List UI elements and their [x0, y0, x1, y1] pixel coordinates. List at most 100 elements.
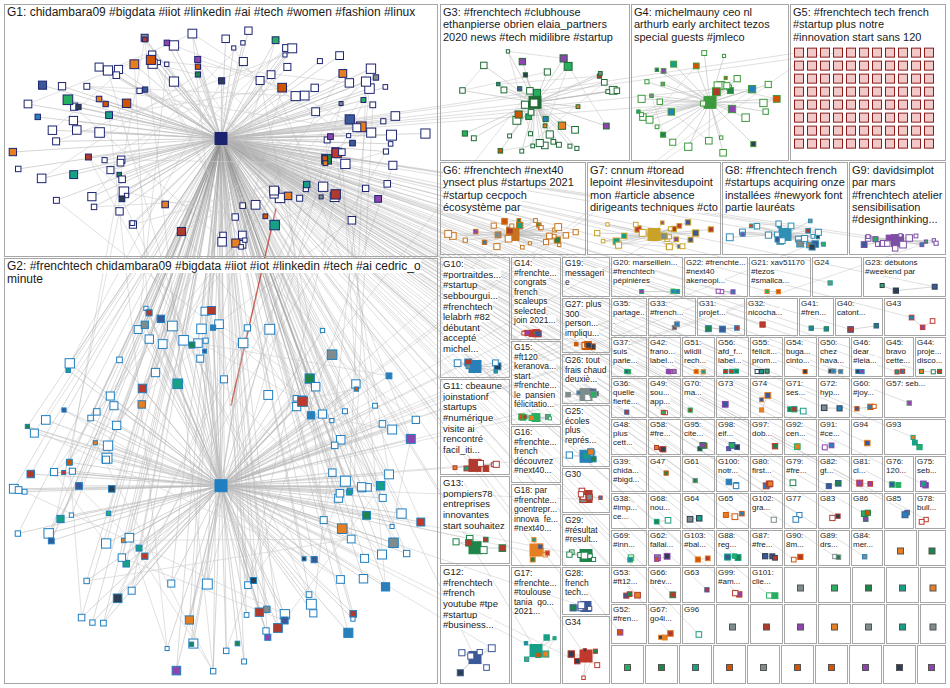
- tie-line: [42, 74, 198, 178]
- major-group-box: G1: chidambara09 #bigdata #iiot #linkedi…: [4, 4, 438, 257]
- vertex: [379, 421, 386, 428]
- tie-line: [508, 51, 535, 102]
- tie-line: [221, 139, 794, 560]
- vertex: [560, 55, 567, 62]
- vertex: [672, 369, 676, 373]
- vertex: [685, 220, 690, 225]
- tie-line: [124, 539, 351, 540]
- vertex: [397, 509, 406, 518]
- vertex: [895, 370, 899, 374]
- group-cell: [850, 646, 882, 684]
- vertex: [376, 482, 384, 490]
- tie-line: [49, 139, 221, 534]
- tie-line: [219, 324, 345, 411]
- vertex: [76, 104, 81, 109]
- vertex: [65, 359, 74, 368]
- vertex: [130, 60, 139, 69]
- vertex: [577, 391, 581, 395]
- tie-line: [247, 328, 345, 481]
- vertex: [873, 139, 882, 148]
- tie-line: [106, 139, 221, 544]
- vertex: [30, 429, 38, 437]
- vertex: [388, 142, 393, 147]
- vertex: [106, 392, 114, 400]
- vertex: [896, 483, 901, 488]
- vertex: [734, 76, 740, 82]
- vertex: [164, 40, 169, 45]
- vertex: [323, 161, 328, 166]
- vertex: [53, 197, 59, 203]
- vertex: [203, 338, 208, 343]
- group-cell: [921, 605, 946, 644]
- vertex: [836, 514, 840, 518]
- vertex: [654, 519, 659, 524]
- group-label: G4: michelmauny ceo nl arthurb early arc…: [634, 6, 770, 43]
- vertex: [668, 227, 672, 231]
- vertex: [680, 244, 685, 249]
- vertex: [304, 181, 310, 187]
- vertex: [866, 624, 872, 630]
- vertex: [760, 99, 767, 106]
- vertex: [821, 242, 825, 246]
- tie-line: [221, 139, 387, 184]
- vertex: [130, 221, 135, 226]
- group-box: G14: #frenchte... congrats french scaleu…: [511, 257, 561, 340]
- vertex: [312, 108, 320, 116]
- vertex: [726, 234, 733, 241]
- vertex: [255, 608, 263, 616]
- vertex: [899, 87, 908, 96]
- vertex: [274, 624, 283, 633]
- vertex: [477, 649, 482, 654]
- tie-line: [92, 43, 243, 197]
- vertex: [88, 193, 96, 201]
- vertex: [337, 524, 347, 534]
- vertex: [617, 630, 622, 635]
- tie-line: [221, 331, 322, 486]
- vertex: [347, 535, 355, 543]
- tie-line: [663, 102, 710, 134]
- vertex: [113, 72, 120, 79]
- vertex: [350, 140, 356, 146]
- vertex: [195, 64, 200, 69]
- vertex: [723, 54, 726, 57]
- tie-line: [242, 197, 334, 235]
- vertex: [925, 48, 934, 57]
- tie-line: [46, 48, 292, 420]
- vertex: [834, 100, 843, 109]
- vertex: [587, 494, 593, 500]
- vertex: [310, 610, 317, 617]
- tie-line: [221, 139, 274, 191]
- intra-group-ties: [13, 31, 940, 678]
- tie-line: [221, 139, 865, 557]
- vertex: [195, 56, 201, 62]
- vertex: [912, 440, 917, 445]
- tie-line: [922, 371, 940, 372]
- group-label: G15: #ft120 keranova... start #frenchte.…: [514, 342, 557, 409]
- vertex: [731, 290, 735, 294]
- vertex: [798, 624, 804, 630]
- vertex: [661, 410, 665, 414]
- vertex: [95, 63, 103, 71]
- vertex: [829, 665, 835, 671]
- vertex: [215, 480, 227, 492]
- tie-line: [221, 61, 320, 138]
- tie-line: [221, 486, 546, 654]
- vertex: [912, 48, 921, 57]
- vertex: [281, 617, 288, 624]
- vertex: [860, 126, 869, 135]
- vertex: [241, 41, 245, 45]
- group-label: G13: pompiers78 entreprises innovantes s…: [443, 477, 505, 531]
- vertex: [361, 554, 369, 562]
- vertex: [102, 158, 107, 163]
- tie-line: [462, 65, 483, 90]
- tie-line: [18, 139, 221, 169]
- vertex: [169, 41, 178, 50]
- vertex: [670, 592, 676, 598]
- vertex: [385, 470, 394, 479]
- vertex: [868, 482, 873, 487]
- vertex: [640, 289, 644, 293]
- vertex: [288, 44, 297, 53]
- tie-line: [221, 139, 325, 164]
- vertex: [622, 233, 627, 238]
- vertex: [693, 63, 699, 69]
